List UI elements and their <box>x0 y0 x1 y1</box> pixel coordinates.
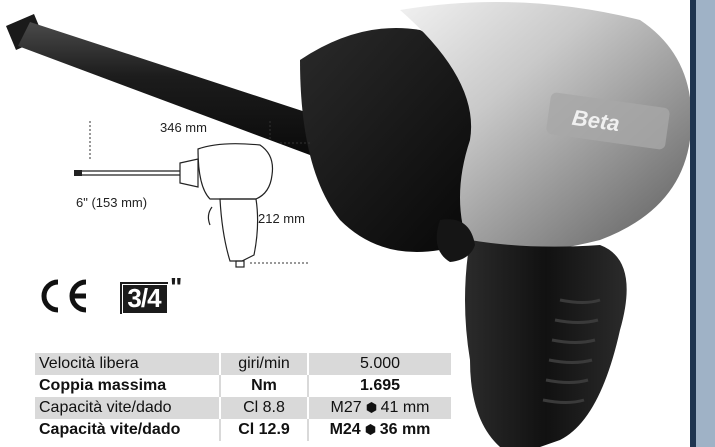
spec-label: Velocità libera <box>35 353 219 375</box>
spec-row: Capacità vite/dado Cl 8.8 M27 41 mm <box>35 397 451 419</box>
spec-value: M27 41 mm <box>307 397 451 419</box>
thread-size: M27 <box>330 399 362 416</box>
hex-nut-icon <box>366 402 376 413</box>
spec-row: Capacità vite/dado Cl 12.9 M24 36 mm <box>35 419 451 441</box>
wrench-size: 41 mm <box>380 399 430 416</box>
thread-size: M24 <box>329 421 361 438</box>
spec-label: Capacità vite/dado <box>35 419 219 441</box>
spec-unit: Cl 12.9 <box>219 419 307 441</box>
impact-wrench-image <box>6 2 690 447</box>
spec-row: Coppia massima Nm 1.695 <box>35 375 451 397</box>
spec-row: Velocità libera giri/min 5.000 <box>35 353 451 375</box>
height-label: 212 mm <box>258 211 305 226</box>
spec-label: Coppia massima <box>35 375 219 397</box>
frame-edge-bar <box>690 0 696 447</box>
spec-unit: giri/min <box>219 353 307 375</box>
spec-value: 5.000 <box>307 353 451 375</box>
dimension-drawing <box>74 121 310 268</box>
spec-value: 1.695 <box>307 375 451 397</box>
spec-value: M24 36 mm <box>307 419 451 441</box>
extension-length-label: 6" (153 mm) <box>76 195 148 210</box>
hex-nut-icon <box>365 424 375 435</box>
spec-label: Capacità vite/dado <box>35 397 219 419</box>
spec-table: Velocità libera giri/min 5.000 Coppia ma… <box>35 353 451 441</box>
wrench-size: 36 mm <box>379 421 431 438</box>
frame-edge-fill <box>696 0 715 447</box>
inch-mark: " <box>170 272 183 302</box>
spec-unit: Nm <box>219 375 307 397</box>
overall-length-label: 346 mm <box>160 120 207 135</box>
drive-size-badge: 3/4 <box>120 282 168 314</box>
ce-mark-icon <box>41 279 87 313</box>
spec-unit: Cl 8.8 <box>219 397 307 419</box>
